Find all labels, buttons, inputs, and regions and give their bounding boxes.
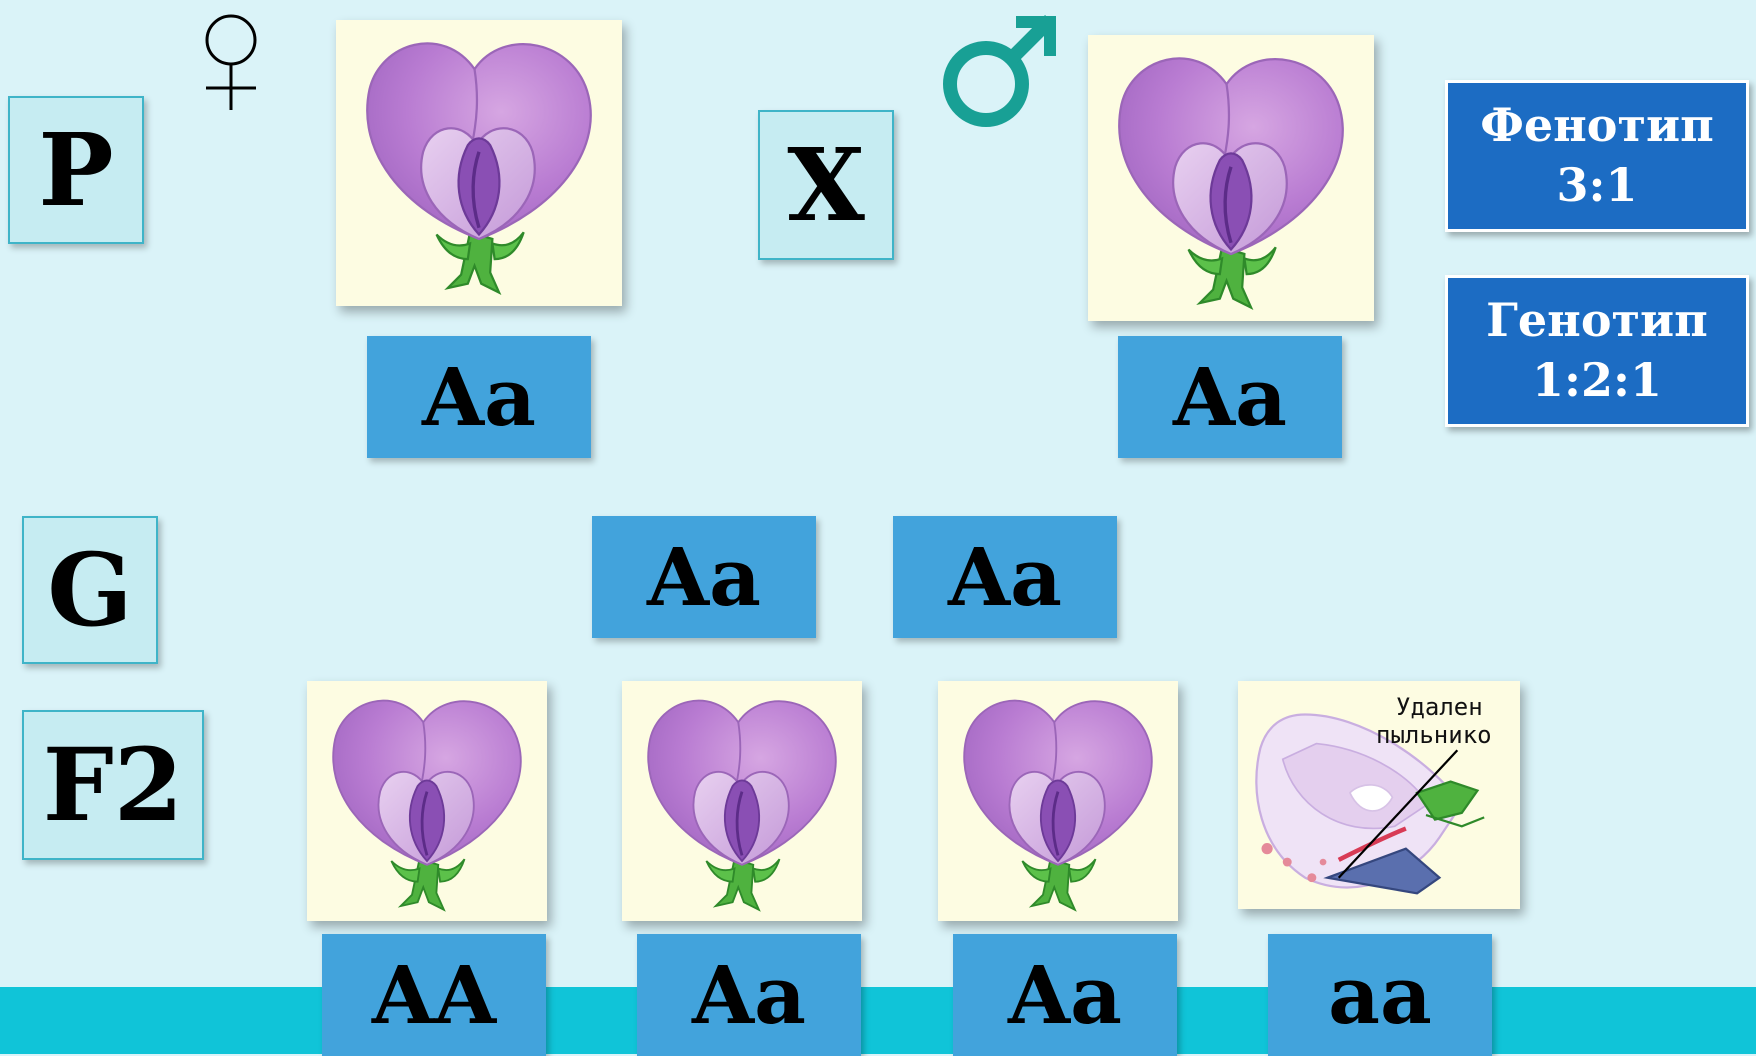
offspring-genotype-1: AA bbox=[322, 934, 546, 1056]
offspring-genotype-3: Aa bbox=[953, 934, 1177, 1056]
row-label-gametes-text: G bbox=[47, 531, 133, 649]
genotype-ratio-label: Генотип bbox=[1486, 293, 1708, 348]
genotype-ratio-value: 1:2:1 bbox=[1532, 353, 1662, 407]
parent-genotype-female-text: Aa bbox=[422, 350, 536, 444]
offspring-flower-4-dissected: Удален пыльнико bbox=[1238, 681, 1520, 909]
gamete-box-1: Aa bbox=[592, 516, 816, 638]
row-label-parents: P bbox=[8, 96, 144, 244]
bottom-band bbox=[0, 987, 1756, 1054]
parent-genotype-male-text: Aa bbox=[1173, 350, 1287, 444]
pea-flower-icon bbox=[307, 681, 547, 921]
pea-flower-icon bbox=[622, 681, 862, 921]
offspring-flower-2 bbox=[622, 681, 862, 921]
phenotype-ratio-box: Фенотип 3:1 bbox=[1445, 80, 1749, 232]
female-sign-icon bbox=[205, 14, 257, 110]
parent-flower-male bbox=[1088, 35, 1374, 321]
annotation-line-2: пыльнико bbox=[1376, 721, 1492, 749]
parent-flower-female bbox=[336, 20, 622, 306]
pea-flower-icon bbox=[938, 681, 1178, 921]
pea-flower-icon bbox=[336, 20, 622, 306]
offspring-genotype-text-2: Aa bbox=[692, 948, 806, 1042]
gamete-text-2: Aa bbox=[948, 530, 1062, 624]
parent-genotype-male: Aa bbox=[1118, 336, 1342, 458]
row-label-parents-text: P bbox=[38, 111, 114, 229]
offspring-flower-1 bbox=[307, 681, 547, 921]
cross-symbol-box: X bbox=[758, 110, 894, 260]
offspring-genotype-text-1: AA bbox=[371, 948, 497, 1042]
row-label-gametes: G bbox=[22, 516, 158, 664]
cross-symbol-text: X bbox=[787, 126, 865, 244]
annotation-line-1: Удален bbox=[1396, 693, 1483, 721]
offspring-genotype-text-3: Aa bbox=[1008, 948, 1122, 1042]
row-label-offspring: F2 bbox=[22, 710, 204, 860]
parent-genotype-female: Aa bbox=[367, 336, 591, 458]
offspring-flower-3 bbox=[938, 681, 1178, 921]
offspring-genotype-2: Aa bbox=[637, 934, 861, 1056]
genotype-ratio-box: Генотип 1:2:1 bbox=[1445, 275, 1749, 427]
gamete-text-1: Aa bbox=[647, 530, 761, 624]
offspring-genotype-text-4: aa bbox=[1328, 948, 1432, 1042]
phenotype-ratio-label: Фенотип bbox=[1480, 98, 1714, 153]
offspring-genotype-4: aa bbox=[1268, 934, 1492, 1056]
pea-flower-icon bbox=[1088, 35, 1374, 321]
male-sign-icon bbox=[943, 15, 1056, 127]
gamete-box-2: Aa bbox=[893, 516, 1117, 638]
row-label-offspring-text: F2 bbox=[42, 726, 184, 844]
dissected-flower-annotation: Удален пыльнико bbox=[1376, 693, 1492, 749]
phenotype-ratio-value: 3:1 bbox=[1556, 158, 1638, 212]
